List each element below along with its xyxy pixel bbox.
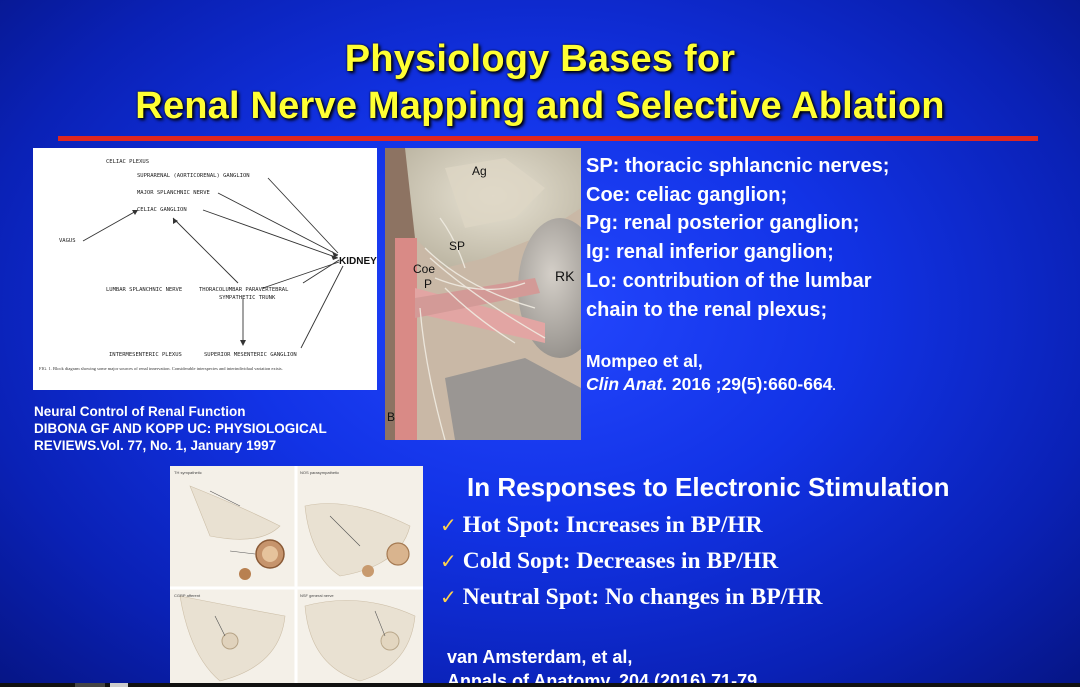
reference-dibona-authors: DIBONA GF AND KOPP UC: PHYSIOLOGICAL — [34, 421, 327, 436]
citation-mompeo: Mompeo et al, Clin Anat. 2016 ;29(5):660… — [586, 350, 836, 398]
label-suprarenal-ganglion: SUPRARENAL (AORTICORENAL) GANGLION — [137, 173, 250, 179]
photo-label-sp: SP — [449, 239, 466, 253]
histology-label-nsf: NSF general nerve — [300, 593, 334, 598]
photo-label-ag: Ag — [472, 164, 487, 178]
citation-mompeo-journal: Clin Anat — [586, 374, 663, 394]
reference-dibona-title: Neural Control of Renal Function — [34, 404, 246, 419]
innervation-diagram-svg: CELIAC PLEXUS SUPRARENAL (AORTICORENAL) … — [39, 159, 377, 371]
stimulation-heading: In Responses to Electronic Stimulation — [467, 472, 950, 502]
citation-van-amsterdam-authors: van Amsterdam, et al, — [447, 647, 633, 667]
label-kidney: KIDNEY — [339, 256, 377, 267]
label-celiac-ganglion: CELIAC GANGLION — [137, 207, 187, 213]
diagram-caption: FIG. 1. Block diagram showing some major… — [39, 366, 283, 371]
slide-title-line1: Physiology Bases for — [344, 38, 736, 80]
check-icon: ✓ — [440, 585, 457, 609]
stimulation-item-cold: ✓Cold Sopt: Decreases in BP/HR — [440, 548, 778, 575]
dissection-photo: Ag SP Coe P RK B — [385, 148, 581, 440]
stimulation-item-hot: ✓Hot Spot: Increases in BP/HR — [440, 512, 763, 539]
abbreviation-lo-cont: chain to the renal plexus; — [586, 298, 828, 321]
histology-label-cgrp: CGRP afferent — [174, 593, 201, 598]
slide-title-line2: Renal Nerve Mapping and Selective Ablati… — [135, 85, 945, 127]
label-superior-mesenteric: SUPERIOR MESENTERIC GANGLION — [204, 352, 297, 358]
label-lumbar-splanchnic: LUMBAR SPLANCHNIC NERVE — [106, 287, 182, 293]
label-thoracolumbar: THORACOLUMBAR PARAVERTEBRAL — [199, 287, 289, 293]
player-progress-segment — [75, 683, 105, 687]
player-progress-handle — [110, 683, 128, 687]
stimulation-item-neutral-text: Neutral Spot: No changes in BP/HR — [462, 584, 823, 610]
histology-figure-image: TH sympathetic NOS parasympathetic CGRP … — [170, 466, 423, 687]
histology-label-th: TH sympathetic — [174, 470, 202, 475]
reference-dibona-journal: REVIEWS.Vol. 77, No. 1, January 1997 — [34, 438, 277, 453]
citation-van-amsterdam: van Amsterdam, et al, Annals of Anatomy.… — [447, 645, 757, 687]
abbreviation-lo: Lo: contribution of the lumbar — [586, 269, 872, 292]
check-icon: ✓ — [440, 549, 457, 573]
photo-label-b: B — [387, 410, 396, 424]
label-vagus: VAGUS — [59, 238, 76, 244]
citation-mompeo-source: Clin Anat. 2016 ;29(5):660-664. — [586, 373, 836, 398]
abbreviation-sp: SP: thoracic sphlancnic nerves; — [586, 155, 890, 177]
dissection-photo-image — [385, 148, 581, 440]
label-intermesenteric: INTERMESENTERIC PLEXUS — [109, 352, 182, 358]
photo-label-coe: Coe — [413, 262, 436, 276]
histology-label-nos: NOS parasympathetic — [300, 470, 339, 475]
player-progress-bar — [0, 683, 1080, 687]
citation-mompeo-end: . — [832, 379, 836, 393]
abbreviation-ig: Ig: renal inferior ganglion; — [586, 241, 834, 264]
check-icon: ✓ — [440, 513, 457, 537]
abbreviation-coe: Coe: celiac ganglion; — [586, 183, 788, 206]
abbreviation-pg: Pg: renal posterior ganglion; — [586, 212, 860, 235]
stimulation-item-neutral: ✓Neutral Spot: No changes in BP/HR — [440, 584, 822, 611]
stimulation-item-cold-text: Cold Sopt: Decreases in BP/HR — [462, 548, 779, 574]
title-divider — [58, 136, 1038, 141]
reference-dibona: Neural Control of Renal Function DIBONA … — [34, 403, 327, 454]
label-celiac-plexus: CELIAC PLEXUS — [106, 159, 149, 165]
stimulation-item-hot-text: Hot Spot: Increases in BP/HR — [462, 512, 763, 538]
histology-figure: TH sympathetic NOS parasympathetic CGRP … — [170, 466, 423, 687]
innervation-diagram: CELIAC PLEXUS SUPRARENAL (AORTICORENAL) … — [33, 148, 377, 390]
citation-mompeo-authors: Mompeo et al, — [586, 351, 703, 371]
label-sympathetic-trunk: SYMPATHETIC TRUNK — [219, 295, 276, 301]
photo-label-rk: RK — [555, 268, 575, 284]
abbreviation-list: SP: thoracic sphlancnic nerves; Coe: cel… — [586, 152, 1066, 324]
photo-label-p: P — [424, 277, 433, 291]
label-major-splanchnic: MAJOR SPLANCHNIC NERVE — [137, 190, 210, 196]
citation-mompeo-details: . 2016 ;29(5):660-664 — [662, 374, 833, 394]
